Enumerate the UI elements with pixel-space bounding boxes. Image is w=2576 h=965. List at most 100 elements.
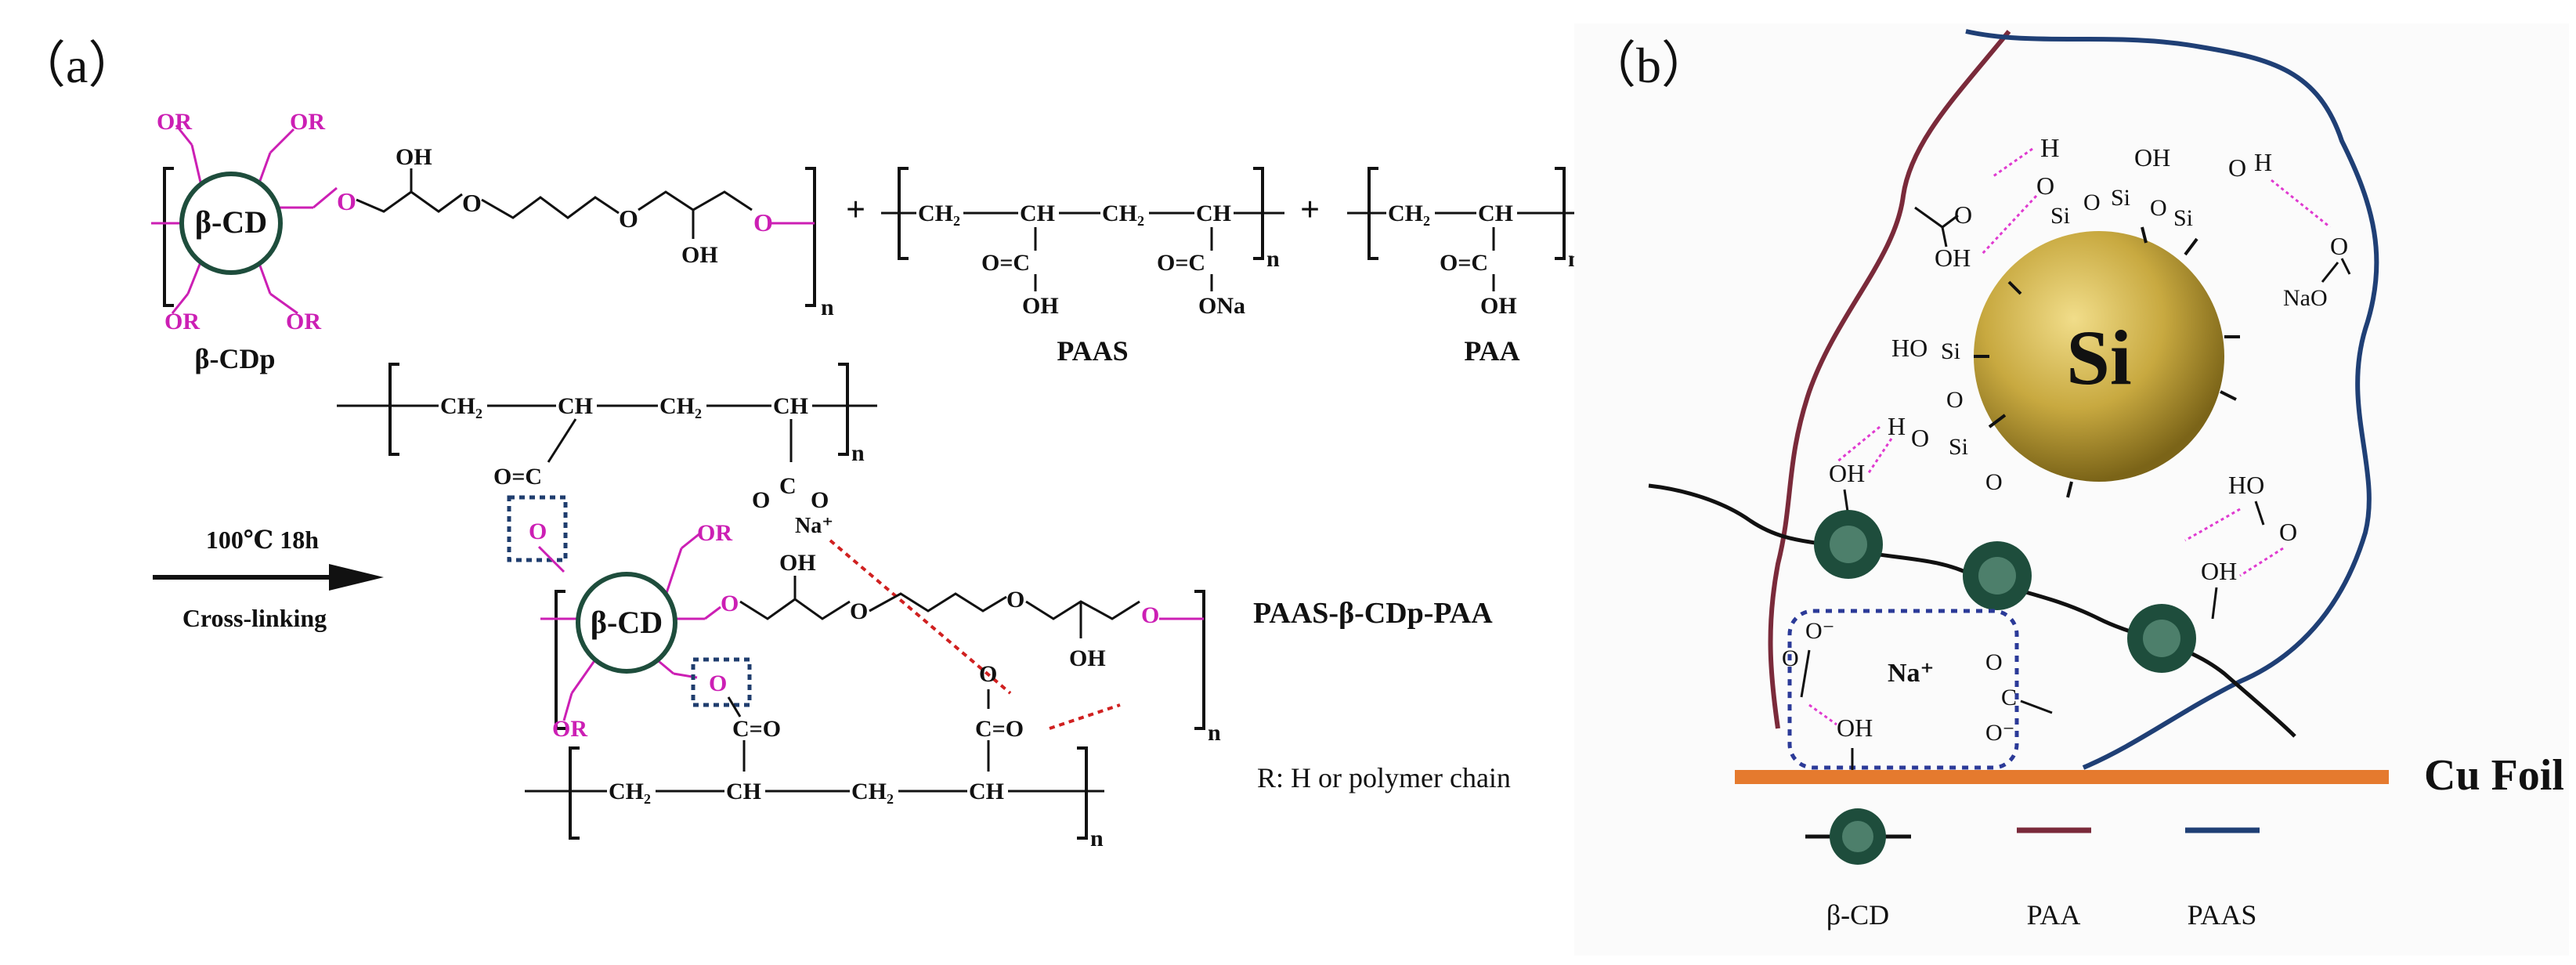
bond xyxy=(562,692,573,721)
paas-name: PAAS xyxy=(1057,335,1128,367)
hydrogen-bond xyxy=(1980,194,2038,256)
bond xyxy=(356,190,463,213)
panel-a-label: （a） xyxy=(16,38,138,93)
sodium-carboxylate: NaO xyxy=(2283,285,2328,311)
carboxylate-c: C xyxy=(779,473,797,499)
silanol-oh: OH xyxy=(2134,143,2170,172)
bond xyxy=(481,196,620,219)
cu-foil-label: Cu Foil xyxy=(2424,751,2564,800)
carbonyl-label: C=O xyxy=(732,716,781,742)
bond xyxy=(2321,262,2339,283)
carboxylate-o-minus: O⁻ xyxy=(1985,720,2015,746)
ether-oxygen: O xyxy=(721,591,739,616)
reaction-arrow-group: 100℃ 18h Cross-linking xyxy=(153,526,384,632)
ch2-label: CH₂ xyxy=(440,393,482,419)
bond xyxy=(869,592,1007,613)
carbonyl-label: O=C xyxy=(493,464,542,490)
hydroxyl-label: OH xyxy=(396,144,432,170)
hydroxyl-label: OH xyxy=(681,242,718,268)
bond xyxy=(2020,699,2053,714)
carboxylate-o: O xyxy=(2330,232,2348,260)
carboxyl-o: O xyxy=(2279,518,2297,546)
silanol-o: O xyxy=(1911,424,1929,452)
bond xyxy=(175,125,193,146)
legend-label-paas: PAAS xyxy=(2188,899,2257,931)
silicon-atom: Si xyxy=(2173,205,2193,231)
carboxyl-o: O xyxy=(1954,201,1972,229)
hydroxyl-label: OH xyxy=(1069,645,1106,671)
subscript-n: n xyxy=(1090,826,1104,851)
bond xyxy=(171,293,190,314)
ionic-interaction-line xyxy=(829,539,1012,695)
hydrogen-bond xyxy=(1836,425,1881,464)
bracket-right xyxy=(1077,746,1088,840)
paas-structure: CH₂ CH CH₂ CH O=C OH O=C ONa n PAAS xyxy=(881,167,1284,367)
or-label: OR xyxy=(290,109,325,135)
bond xyxy=(1941,226,1948,248)
beta-cd-label: β-CD xyxy=(591,605,663,640)
carboxyl-oh: OH xyxy=(1935,244,1971,272)
legend-label-beta-cd: β-CD xyxy=(1826,899,1889,931)
silanol-o: O xyxy=(2228,154,2246,182)
carboxylate-o: O xyxy=(811,487,829,513)
ch-label: CH xyxy=(1020,201,1055,226)
r-group-note: R: H or polymer chain xyxy=(1257,762,1511,793)
carbonyl-label: O=C xyxy=(1157,250,1205,276)
sodium-ion: Na⁺ xyxy=(795,514,833,538)
legend-label-paa: PAA xyxy=(2027,899,2081,931)
hydrogen-bond xyxy=(2239,547,2284,577)
cu-foil xyxy=(1735,770,2389,784)
bracket-right xyxy=(805,167,816,307)
hydroxyl-label: OH xyxy=(1022,293,1059,319)
silanol-h: H xyxy=(2254,148,2272,176)
carboxylate-o: O xyxy=(1782,645,1799,671)
legend: β-CD PAA PAAS xyxy=(1805,808,2260,931)
bracket-right xyxy=(1194,590,1205,730)
hydrogen-bond xyxy=(1993,147,2033,178)
ester-oxygen: O xyxy=(709,670,727,696)
ester-oxygen: O xyxy=(529,519,547,544)
ether-oxygen: O xyxy=(1006,587,1024,613)
subscript-n: n xyxy=(1266,246,1280,272)
reaction-condition: 100℃ 18h xyxy=(206,526,319,554)
ch2-label: CH₂ xyxy=(1388,201,1430,226)
ch-label: CH xyxy=(773,393,808,419)
silicon-particle xyxy=(1974,231,2224,482)
silanol-h: H xyxy=(2040,134,2060,163)
panel-a: （a） n β-CD OR OR OR OR O xyxy=(16,38,1582,851)
reaction-type: Cross-linking xyxy=(182,604,327,632)
bond xyxy=(681,531,702,550)
panel-b-label: （b） xyxy=(1586,38,1711,93)
carboxylate-o-minus: O⁻ xyxy=(1805,618,1835,644)
carbonyl-label: O=C xyxy=(981,250,1030,276)
beta-cd-ring xyxy=(179,172,283,275)
bond xyxy=(313,186,338,209)
siloxane-o: O xyxy=(2083,190,2101,215)
hydrogen-bond xyxy=(1866,438,1893,475)
sodium-carboxylate-label: ONa xyxy=(1198,293,1245,319)
paa-chain xyxy=(1768,30,2011,729)
sodium-ion: Na⁺ xyxy=(1888,659,1935,688)
ch2-label: CH₂ xyxy=(918,201,960,226)
or-label: OR xyxy=(552,716,587,742)
bond xyxy=(2340,258,2351,275)
silicon-atom: Si xyxy=(2050,203,2070,229)
silicon-atom: Si xyxy=(1941,338,1960,364)
silanol-h: H xyxy=(1888,412,1906,440)
hydroxyl-label: OH xyxy=(1480,293,1517,319)
panel-b: （b） Si H O xyxy=(1574,23,2569,956)
ester-highlight-box xyxy=(507,495,568,562)
silanol-o: O xyxy=(2036,172,2054,200)
carboxylate-o: O xyxy=(752,487,770,513)
ch-label: CH xyxy=(726,779,761,804)
silicon-label: Si xyxy=(2066,314,2131,401)
cd-hydroxyl: OH xyxy=(1837,714,1873,742)
beta-cdp-name: β-CDp xyxy=(195,343,276,374)
cd-bead xyxy=(1963,541,2032,610)
bond xyxy=(739,598,851,620)
bond xyxy=(1800,649,1811,698)
or-label: OR xyxy=(157,109,192,135)
ch2-label: CH₂ xyxy=(609,779,651,804)
carboxyl-ho: HO xyxy=(2228,471,2264,499)
or-label: OR xyxy=(697,520,732,546)
